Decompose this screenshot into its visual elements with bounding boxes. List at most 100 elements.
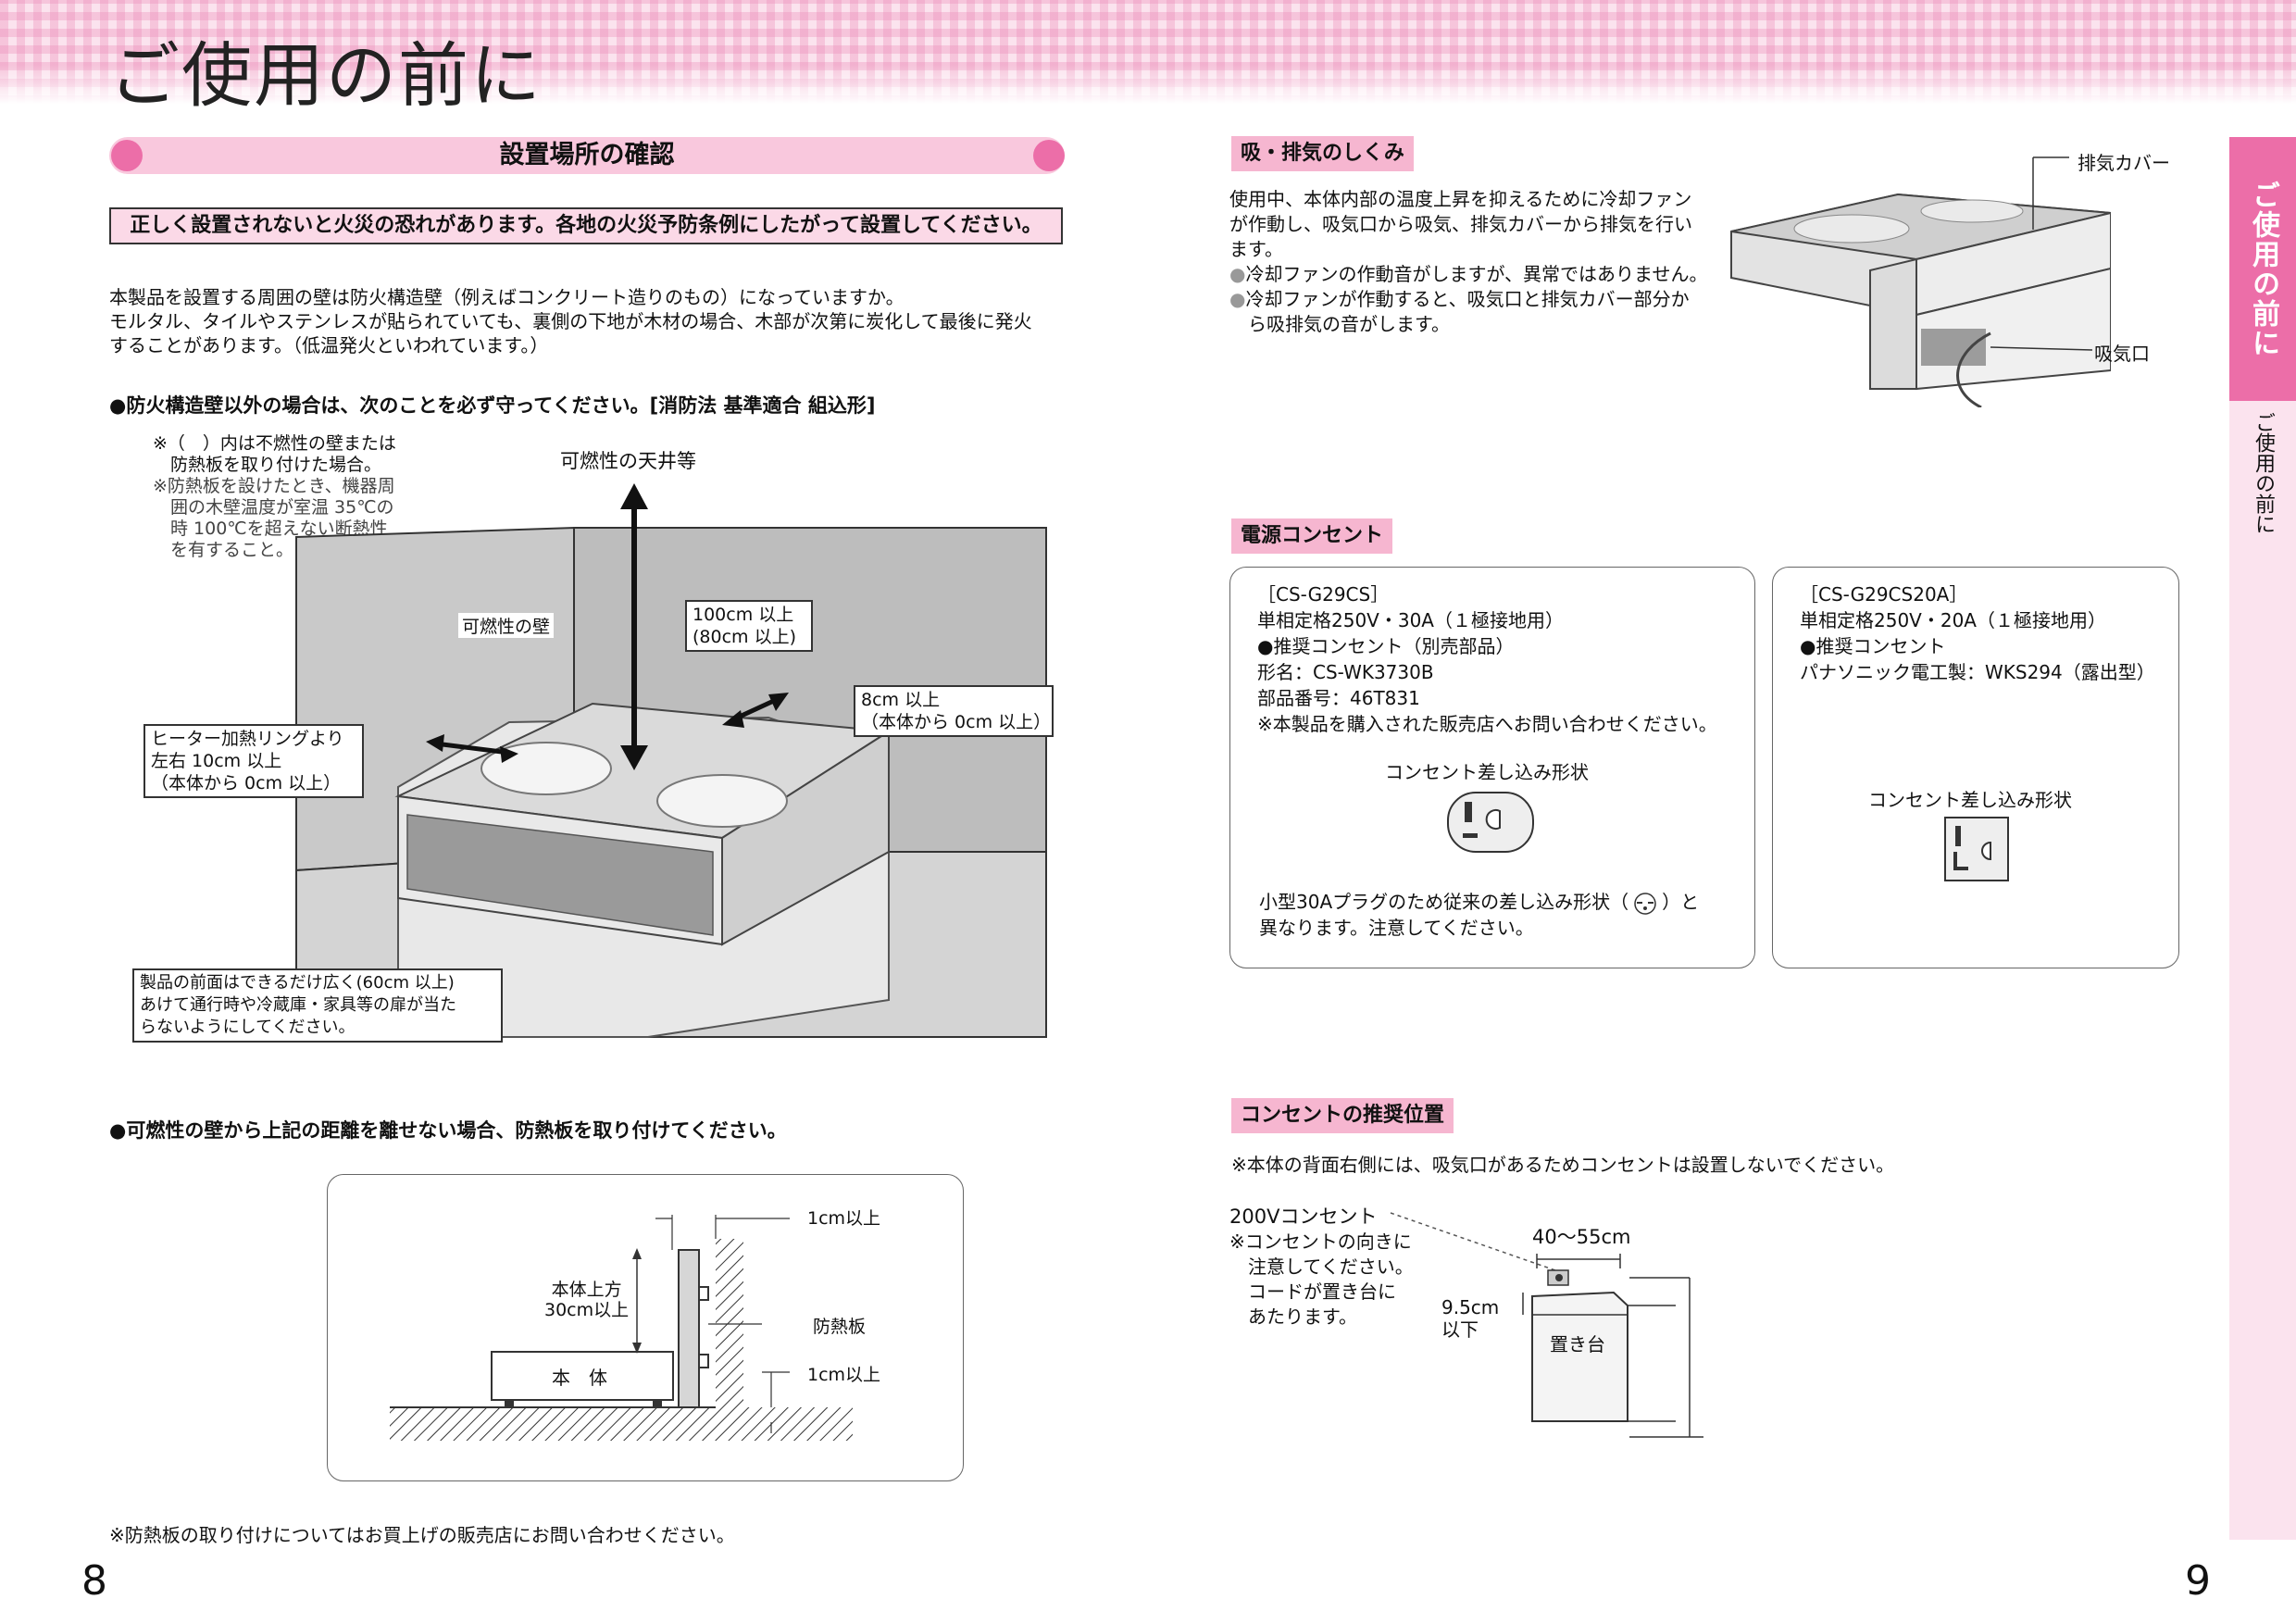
outlet1-line: 部品番号：46T831 [1257,687,1420,709]
position-sub-notes: ※コンセントの向きに 注意してください。 コードが置き台に あたります。 [1229,1230,1414,1330]
label-front-line: 製品の前面はできるだけ広く(60cm 以上) [140,973,455,993]
label-height-30-line: 本体上方 [551,1280,622,1300]
side-tab [2229,137,2296,401]
page-title: ご使用の前に [109,34,543,117]
label-side-line: （本体から 0cm 以上） [151,773,342,793]
footnote: ※防熱板の取り付けについてはお買上げの販売店にお問い合わせください。 [109,1524,735,1546]
label-height: 100cm 以上 (80cm 以上) [685,600,813,652]
warning-box: 正しく設置されないと火災の恐れがあります。各地の火災予防条例にしたがって設置して… [109,207,1063,244]
label-exhaust: 排気カバー [2078,152,2170,174]
cooktop-illustration [1730,156,2111,407]
position-note: ※本体の背面右側には、吸気口があるためコンセントは設置しないでください。 [1231,1154,1895,1176]
heat-board-diagram [390,1215,853,1441]
intro-text: 本製品を設置する周囲の壁は防火構造壁（例えばコンクリート造りのもの）になっていま… [109,285,1032,357]
air-line: が作動し、吸気口から吸気、排気カバーから排気を行い [1229,213,1692,235]
outlet-box-1 [1229,567,1755,968]
outlet1-line: ●推奨コンセント（別売部品） [1257,635,1515,657]
label-width: 40〜55cm [1532,1226,1631,1248]
label-body: 本 体 [552,1367,607,1389]
note-line: 時 100℃を超えない断熱性 [153,518,388,539]
bullet-heat-board: ●可燃性の壁から上記の距離を離せない場合、防熱板を取り付けてください。 [109,1119,787,1142]
outlet-200v: 200Vコンセント [1229,1206,1378,1228]
air-line: 使用中、本体内部の温度上昇を抑えるために冷却ファン [1229,188,1692,210]
outlet1-note-line: 小型30Aプラグのため従来の差し込み形状（ ）と [1259,889,1699,915]
intro-line: 本製品を設置する周囲の壁は防火構造壁（例えばコンクリート造りのもの）になっていま… [109,286,905,308]
side-strip [2229,401,2296,1540]
label-back-line: 8cm 以上 [861,690,941,710]
label-back: 8cm 以上 （本体から 0cm 以上） [854,685,1054,737]
position-sub-line: あたります。 [1229,1305,1357,1328]
old-plug-icon [1634,892,1656,915]
label-bottom-gap: 1cm以上 [807,1365,881,1385]
heat-board-panel [327,1174,964,1481]
intro-line: モルタル、タイルやステンレスが貼られていても、裏側の下地が木材の場合、木部が次第… [109,310,1032,332]
air-bullet: ら吸排気の音がします。 [1229,312,1707,337]
outlet1-line: ［CS-G29CS］ [1257,583,1390,606]
label-front: 製品の前面はできるだけ広く(60cm 以上) あけて通行時や冷蔵庫・家具等の扉が… [132,968,503,1043]
air-bullet-text: 冷却ファンの作動音がしますが、異常ではありません。 [1245,263,1708,285]
outlet2-line: 単相定格250V・20A（１極接地用） [1800,609,2106,631]
outlet2-line: パナソニック電工製：WKS294（露出型） [1800,661,2155,683]
label-height-9-line: 以下 [1441,1318,1479,1341]
label-wall: 可燃性の壁 [458,613,555,638]
tag-air: 吸・排気のしくみ [1231,136,1414,171]
tag-outlet: 電源コンセント [1231,518,1393,554]
label-height-30: 本体上方 30cm以上 [544,1280,629,1320]
shape-label-2: コンセント差し込み形状 [1868,789,2072,811]
outlet-30a-icon [1447,792,1534,853]
outlet1-line: 形名：CS-WK3730B [1257,661,1434,683]
label-back-line: （本体から 0cm 以上） [861,712,1052,732]
label-top-gap: 1cm以上 [807,1208,881,1229]
label-front-line: あけて通行時や冷蔵庫・家具等の扉が当た [140,995,456,1015]
label-stand: 置き台 [1550,1333,1605,1355]
note-line: 防熱板を取り付けた場合。 [153,455,382,475]
note-line: 囲の木壁温度が室温 35℃の [153,497,394,518]
outlet1-note: 小型30Aプラグのため従来の差し込み形状（ ）と 異なります。注意してください。 [1259,889,1699,941]
section-dot-left [111,140,143,171]
outlet1-line: ※本製品を購入された販売店へお問い合わせください。 [1257,713,1717,735]
page-number-right: 9 [2185,1557,2211,1605]
label-front-line: らないようにしてください。 [140,1018,356,1037]
label-board: 防熱板 [813,1317,867,1337]
air-text: 使用中、本体内部の温度上昇を抑えるために冷却ファン が作動し、吸気口から吸気、排… [1229,187,1707,337]
side-tab-label: ご使用の前に [2247,180,2279,358]
label-intake: 吸気口 [2094,343,2150,365]
label-height-9: 9.5cm 以下 [1441,1296,1499,1341]
notes: ※（ ）内は不燃性の壁または 防熱板を取り付けた場合。 ※防熱板を設けたとき、機… [153,433,396,561]
air-bullet-text: ら吸排気の音がします。 [1248,313,1450,335]
tag-position: コンセントの推奨位置 [1231,1098,1454,1133]
outlet2-line: ［CS-G29CS20A］ [1800,583,1968,606]
section-dot-right [1033,140,1065,171]
note-line: ※防熱板を設けたとき、機器周 [153,476,395,496]
label-side-line: 左右 10cm 以上 [151,751,282,771]
position-diagram [1390,1212,1703,1438]
note-line: ※（ ）内は不燃性の壁または [153,433,396,454]
outlet-20a-icon [1944,817,2009,881]
outlet-box-1-text: ［CS-G29CS］ 単相定格250V・30A（１極接地用） ●推奨コンセント（… [1257,581,1717,737]
label-height-line: 100cm 以上 [693,605,794,625]
label-side: ヒーター加熱リングより 左右 10cm 以上 （本体から 0cm 以上） [144,724,364,798]
intro-line: することがあります。（低温発火といわれています。） [109,334,549,356]
outlet1-note-line: 異なります。注意してください。 [1259,917,1534,939]
air-line: ます。 [1229,238,1283,260]
section-title: 設置場所の確認 [499,141,675,169]
position-sub-line: 注意してください。 [1229,1255,1414,1278]
section-bar [109,137,1065,174]
outlet1-note-b: ）と [1662,891,1700,913]
position-sub-line: コードが置き台に [1229,1280,1396,1303]
outlet-box-2-text: ［CS-G29CS20A］ 単相定格250V・20A（１極接地用） ●推奨コンセ… [1800,581,2155,685]
label-ceiling: 可燃性の天井等 [560,450,696,472]
label-height-9-line: 9.5cm [1441,1296,1500,1318]
label-height-30-line: 30cm以上 [544,1300,630,1320]
outlet1-line: 単相定格250V・30A（１極接地用） [1257,609,1564,631]
outlet1-note-a: 小型30Aプラグのため従来の差し込み形状（ [1259,891,1629,913]
bullet-fireproof: ●防火構造壁以外の場合は、次のことを必ず守ってください。[消防法 基準適合 組込… [109,394,876,417]
air-bullet: ●冷却ファンが作動すると、吸気口と排気カバー部分か [1229,288,1690,310]
outlet2-line: ●推奨コンセント [1800,635,1946,657]
side-vertical-label: ご使用の前に [2252,412,2275,534]
header-fade [0,65,2296,104]
label-side-line: ヒーター加熱リングより [151,729,344,749]
shape-label-1: コンセント差し込み形状 [1385,761,1589,783]
note-line: を有すること。 [153,540,294,560]
page-number-left: 8 [81,1557,107,1605]
